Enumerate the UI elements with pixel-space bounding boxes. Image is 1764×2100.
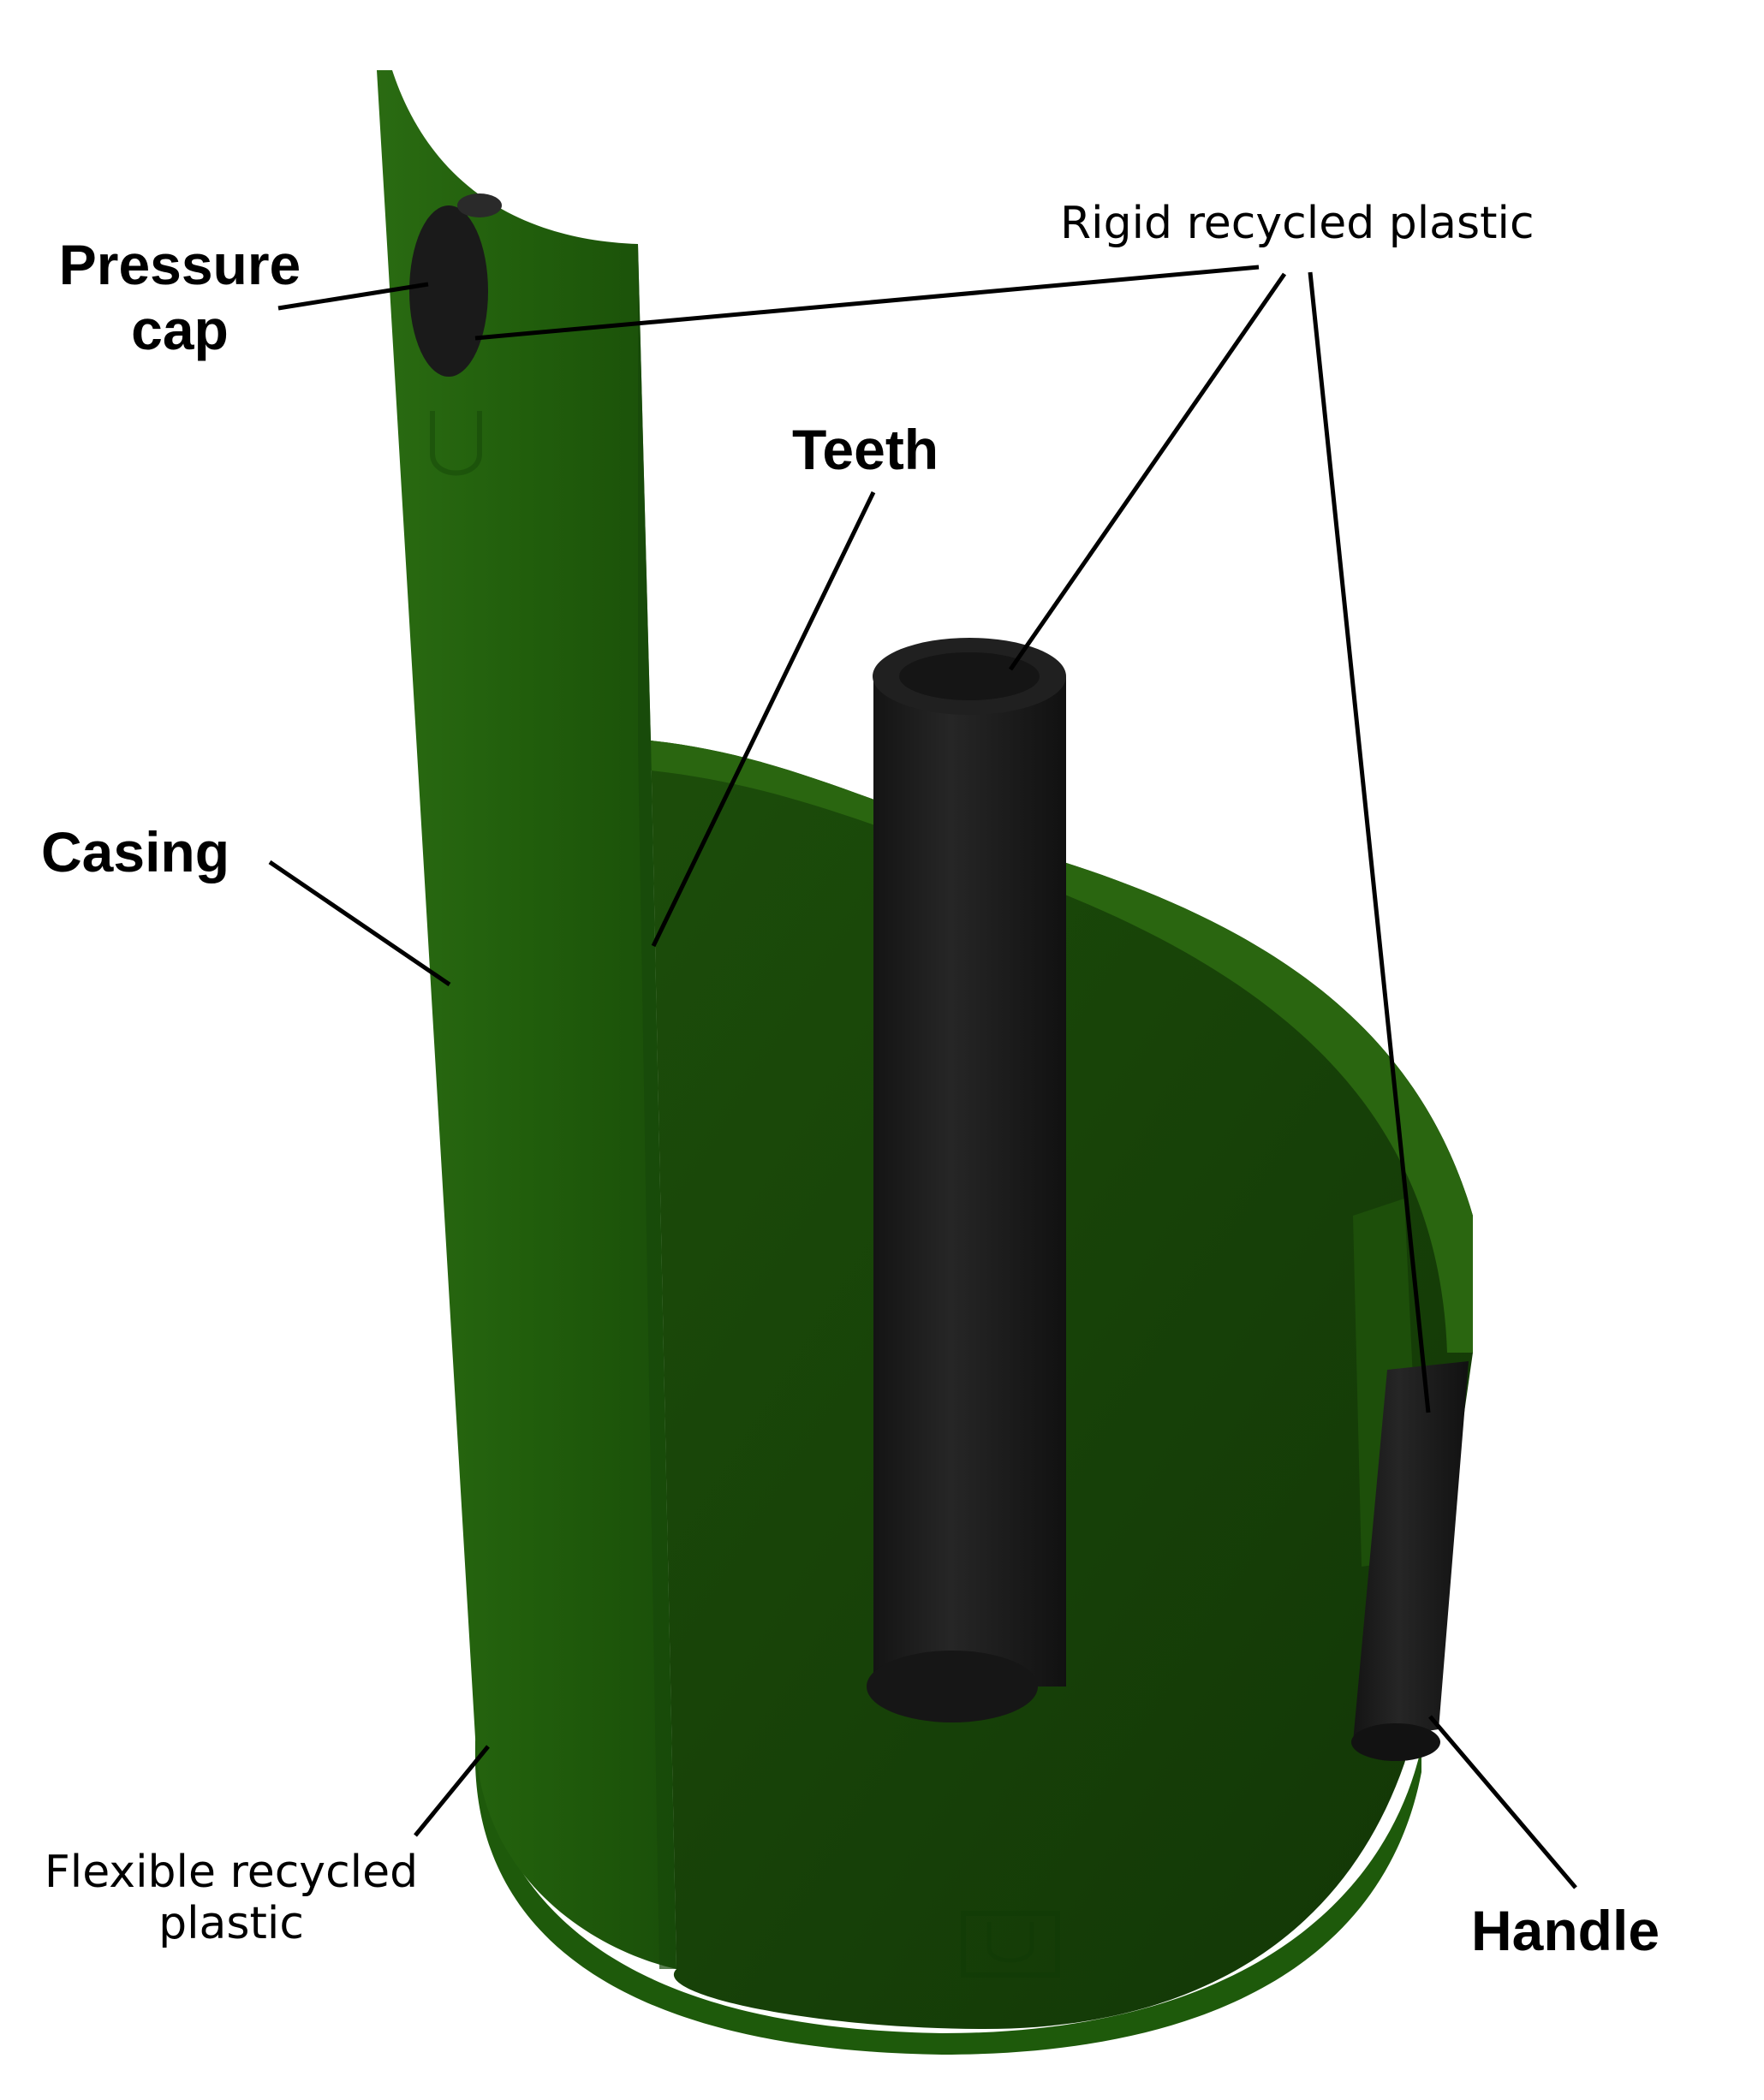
teeth-label: Teeth	[792, 418, 939, 481]
handle-bottom	[1351, 1723, 1440, 1761]
leader-casing	[268, 860, 451, 987]
flexible-plastic-label: Flexible recycled plastic	[34, 1847, 428, 1950]
leader-handle	[1428, 1715, 1577, 1889]
leader-teeth	[651, 491, 876, 948]
pressure-cap-label-line2: cap	[131, 297, 229, 361]
central-tube-base	[867, 1651, 1038, 1722]
central-tube-top-inner	[899, 652, 1040, 700]
central-tube	[873, 676, 1066, 1687]
handle-label: Handle	[1471, 1899, 1660, 1962]
casing-logo-lower	[961, 1911, 1060, 1978]
flexible-plastic-label-line2: plastic	[158, 1897, 304, 1949]
pressure-cap-label: Pressure cap	[43, 233, 317, 363]
pressure-cap	[409, 205, 488, 377]
casing-edge	[638, 244, 676, 1969]
leader-flexible	[414, 1745, 490, 1837]
handle-bar	[1353, 1361, 1469, 1742]
leader-rigid-cap	[474, 265, 1260, 341]
pressure-cap-label-line1: Pressure	[58, 233, 301, 296]
casing-tall-wall	[377, 70, 676, 1969]
pressure-cap-top	[457, 193, 502, 217]
casing-label: Casing	[41, 820, 230, 883]
flexible-plastic-label-line1: Flexible recycled	[44, 1847, 419, 1898]
leader-rigid-tube	[1008, 272, 1287, 671]
rigid-plastic-label: Rigid recycled plastic	[1060, 198, 1535, 249]
casing-logo-upper	[430, 411, 482, 476]
leader-rigid-handle	[1308, 271, 1431, 1413]
leader-pressure-cap	[277, 282, 429, 311]
